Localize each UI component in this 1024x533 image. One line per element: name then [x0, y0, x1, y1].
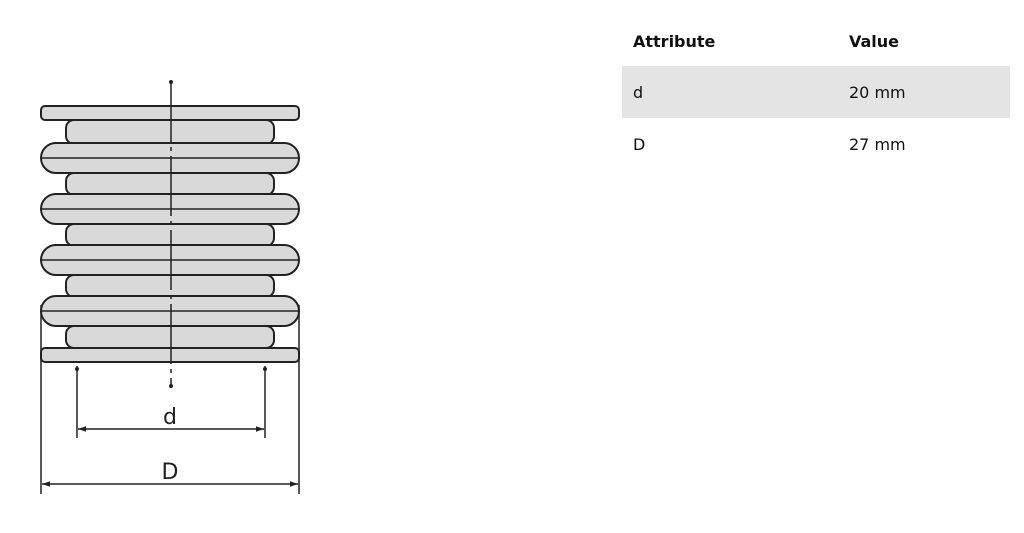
outer-diameter-label: D — [162, 460, 179, 485]
valley-ring — [65, 223, 275, 247]
inner-diameter-label: d — [163, 405, 177, 430]
valley-ring — [65, 119, 275, 145]
attribute-column-header: Attribute — [633, 31, 716, 51]
value-column-header: Value — [849, 31, 900, 51]
attribute-cell: d — [622, 66, 838, 118]
table-row: D 27 mm — [622, 118, 1010, 170]
table-row: d 20 mm — [622, 66, 1010, 118]
valley-ring — [65, 172, 275, 196]
table-header-row: Attribute Value — [622, 16, 1010, 66]
value-cell: 27 mm — [849, 134, 906, 154]
bellows-drawing: d D — [40, 80, 300, 494]
attribute-cell: D — [633, 134, 646, 154]
attribute-table: Attribute Value d 20 mm D 27 mm — [622, 16, 1010, 170]
valley-ring — [65, 274, 275, 298]
top-flange — [40, 105, 300, 121]
fold-lines — [42, 157, 298, 312]
value-cell: 20 mm — [838, 66, 1010, 118]
bellows-body — [40, 105, 300, 363]
bottom-flange — [40, 347, 300, 363]
extension-lines — [40, 305, 300, 494]
valley-ring — [65, 325, 275, 349]
